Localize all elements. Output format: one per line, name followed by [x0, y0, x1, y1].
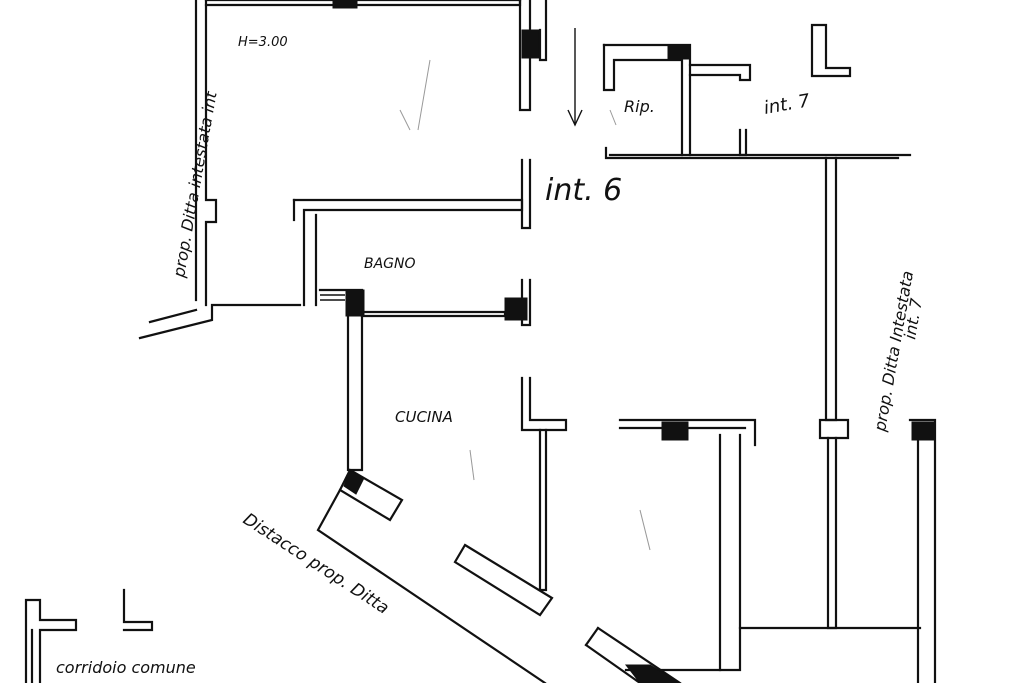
- int6-label: int. 6: [545, 173, 622, 208]
- corridoio-walls: [24, 588, 154, 683]
- prop-left-label: prop. Ditta intestata int: [169, 89, 221, 279]
- int7-corner: [810, 23, 852, 78]
- bagno-window: [504, 297, 528, 321]
- prop-right-label-1: prop. Ditta Intestata: [870, 269, 917, 433]
- slant-window: [624, 664, 681, 683]
- cucina-walls: [346, 314, 757, 672]
- slanted-walls: [316, 468, 682, 683]
- corridoio-label: corridoio comune: [56, 658, 196, 677]
- bagno-label: BAGNO: [364, 256, 416, 272]
- door-jamb-top-right: [521, 29, 541, 59]
- living-room-walls: [138, 0, 532, 340]
- direction-arrow: [567, 28, 583, 127]
- height-note: H=3.00: [238, 35, 288, 50]
- right-walls: [738, 156, 937, 683]
- right-window: [911, 421, 935, 441]
- pencil-marks: [399, 59, 651, 551]
- bagno-jamb: [345, 289, 365, 317]
- window-top: [332, 0, 358, 9]
- rip-window: [667, 44, 691, 60]
- cucina-label: CUCINA: [395, 408, 453, 426]
- int7-top-label: int. 7: [762, 90, 812, 119]
- slant-jamb: [343, 469, 365, 495]
- rip-label: Rip.: [624, 97, 655, 116]
- cucina-window: [661, 421, 689, 441]
- rip-room-walls: [602, 43, 912, 160]
